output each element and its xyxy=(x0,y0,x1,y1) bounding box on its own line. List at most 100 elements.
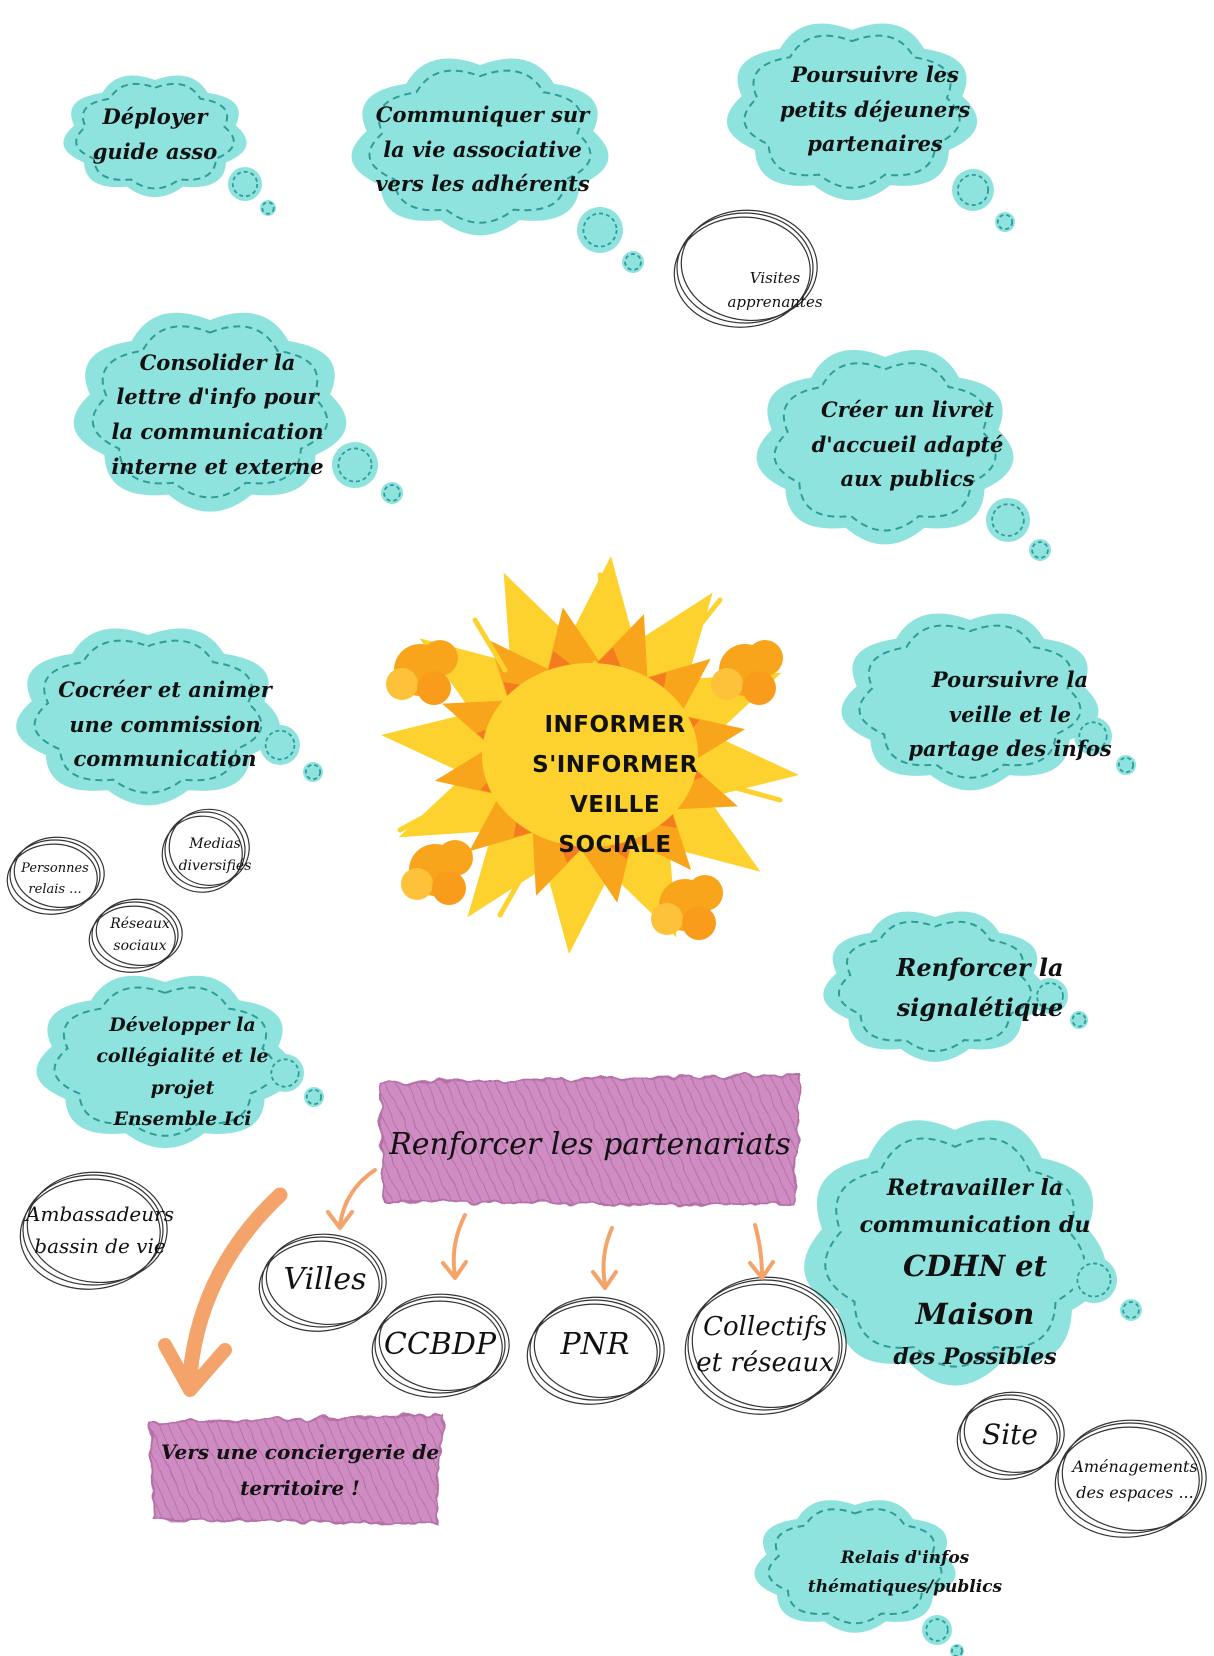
cloud-bubble-livret xyxy=(756,349,1051,561)
arrow-to-conciergerie xyxy=(158,1187,288,1397)
cloud-shape xyxy=(351,58,609,236)
cloud-text-line: Déployer xyxy=(102,104,208,130)
note-text-line: Réseaux xyxy=(110,915,170,932)
thought-bubble-outline xyxy=(951,1645,963,1656)
cloud-bubble-collegialite xyxy=(36,975,324,1149)
sketch-stroke xyxy=(1057,1422,1203,1534)
cloud-text-line: Cocréer et animer xyxy=(58,677,272,703)
puff-blob xyxy=(682,906,716,940)
sketch-stroke xyxy=(374,1296,506,1394)
cloud-livret-accueil: Créer un livret d'accueil adapté aux publi… xyxy=(790,385,1025,505)
conciergerie-text-line: Vers une conciergerie de xyxy=(160,1440,440,1464)
sketch-stroke xyxy=(673,216,811,328)
thought-bubble-outline xyxy=(270,1058,300,1088)
sketch-stroke xyxy=(526,1303,658,1405)
note-outline-visites xyxy=(673,209,818,328)
arrow-head xyxy=(158,1338,232,1397)
note-outline-ambassadeurs xyxy=(19,1171,168,1290)
cloud-dashed-outline xyxy=(767,1508,943,1625)
cloud-text-line: Ensemble Ici xyxy=(113,1107,252,1130)
cloud-shape xyxy=(841,613,1099,791)
thought-bubble-outline xyxy=(996,213,1014,231)
partner-text-line: Collectifs xyxy=(703,1311,827,1342)
sketch-stroke xyxy=(963,1391,1065,1473)
sketch-stroke xyxy=(676,212,814,324)
cloud-dashed-outline xyxy=(773,362,997,532)
cloud-text-line: CDHN et Maison xyxy=(902,1248,1048,1331)
hatched-fill xyxy=(148,1413,444,1525)
arrow-shaft xyxy=(753,1223,764,1277)
cloud-bubble-deployer xyxy=(63,75,276,216)
cloud-text-line: partage des infos xyxy=(908,736,1112,762)
cloud-dashed-outline xyxy=(743,34,961,189)
cloud-text-line: Communiquer sur xyxy=(375,102,590,128)
burst-puff xyxy=(401,840,473,905)
puff-blob xyxy=(422,640,458,676)
sketch-stroke xyxy=(95,898,183,967)
burst-ray xyxy=(497,877,523,918)
cloud-text-line: interne et externe xyxy=(111,453,324,479)
puff-blob xyxy=(401,868,433,900)
partner-ccbdp: CCBDP xyxy=(375,1310,505,1380)
cloud-text-line: Consolider la xyxy=(139,349,296,375)
partner-villes: Villes xyxy=(265,1245,385,1315)
thought-bubble-outline xyxy=(582,212,618,248)
thought-bubble-outline xyxy=(1031,541,1049,559)
partner-outline-ccbdp xyxy=(371,1293,510,1398)
note-text-line: diversifiés xyxy=(178,858,252,874)
banner-partenariats-shape xyxy=(378,1073,802,1207)
cloud-bubble-consolider xyxy=(73,312,403,512)
cloud-dashed-outline xyxy=(53,986,277,1137)
cloud-text-line: la vie associative xyxy=(383,136,582,162)
cloud-text-line: aux publics xyxy=(840,466,975,492)
sketch-stroke xyxy=(91,901,179,969)
cloud-bubble-signaletique xyxy=(823,911,1088,1062)
arrow-shaft xyxy=(601,1226,614,1287)
note-outline-medias xyxy=(161,808,250,893)
puff-blob xyxy=(742,671,776,705)
sketch-stroke xyxy=(9,839,101,911)
cloud-text-line: petits déjeuners xyxy=(779,96,971,122)
burst-puff xyxy=(711,640,783,705)
cloud-text-line: Créer un livret xyxy=(820,397,994,423)
cloud-text-line: Développer la xyxy=(109,1013,256,1036)
central-burst xyxy=(381,555,799,955)
sketch-stroke xyxy=(691,1276,847,1409)
arrow-to-villes xyxy=(326,1168,377,1230)
cloud-text-line: Relais d'infos xyxy=(840,1548,970,1569)
thought-bubble-outline xyxy=(264,729,296,761)
cloud-bubble-petits-dejeuners xyxy=(726,23,1015,232)
sketch-stroke xyxy=(533,1296,665,1399)
note-text-line: Visites xyxy=(749,269,801,287)
note-outline-reseaux xyxy=(88,898,183,973)
note-text-line: Personnes xyxy=(21,861,89,877)
cloud-dashed-outline xyxy=(824,1137,1086,1368)
cloud-text-line: Poursuivre la xyxy=(931,667,1089,693)
sketch-stroke xyxy=(378,1293,510,1392)
note-outline-personnes xyxy=(6,836,105,915)
thought-bubble-outline xyxy=(305,1088,323,1106)
sketch-stroke xyxy=(88,905,176,973)
cloud-shape xyxy=(16,628,280,806)
thought-bubble-outline xyxy=(1076,1262,1112,1298)
cloud-text-line: partenaires xyxy=(807,131,943,157)
note-text-line: des espaces ... xyxy=(1076,1483,1194,1502)
cloud-text-line: d'accueil adapté xyxy=(811,431,1004,457)
puff-blob xyxy=(417,671,451,705)
partner-pnr: PNR xyxy=(535,1310,655,1380)
cloud-text-line: une commission xyxy=(69,711,261,737)
arrow-to-ccbdp xyxy=(441,1213,468,1280)
cloud-dashed-outline xyxy=(33,639,263,794)
note-outline-amenagements xyxy=(1054,1419,1207,1538)
